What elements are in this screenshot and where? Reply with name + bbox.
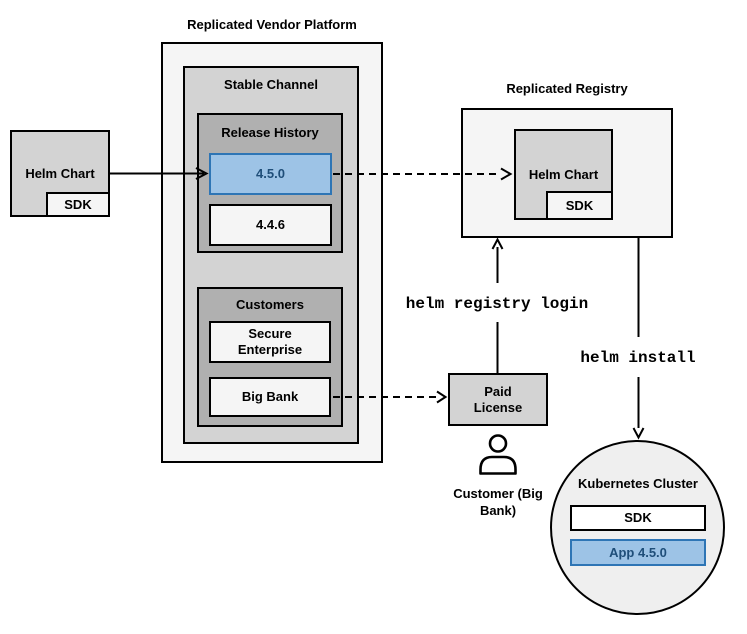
customer-actor-label: Customer (Big Bank) (453, 486, 543, 518)
vendor-platform-title: Replicated Vendor Platform (187, 17, 357, 32)
helm-chart-source-sdk-box: SDK (46, 192, 110, 217)
customer-person-icon (479, 434, 517, 475)
customer-actor-caption: Customer (Big Bank) (453, 486, 543, 520)
customer-secure-enterprise-box: Secure Enterprise (209, 321, 331, 363)
release-version-previous-box: 4.4.6 (209, 204, 332, 246)
release-history-title: Release History (221, 125, 319, 140)
customer-big-bank-box: Big Bank (209, 377, 331, 417)
command-helm-registry-login: helm registry login (405, 295, 589, 313)
registry-title: Replicated Registry (506, 81, 628, 96)
command-helm-install: helm install (580, 349, 696, 367)
stable-channel-title: Stable Channel (224, 77, 318, 92)
cluster-sdk-box: SDK (570, 505, 706, 531)
paid-license-label: Paid License (473, 383, 523, 415)
customers-title: Customers (236, 297, 304, 312)
release-version-current-box: 4.5.0 (209, 153, 332, 195)
registry-sdk-box: SDK (546, 191, 613, 220)
arrow-install-to-cluster (632, 238, 645, 440)
cluster-app-box: App 4.5.0 (570, 539, 706, 566)
paid-license-box: Paid License (448, 373, 548, 426)
customer-secure-enterprise-label: Secure Enterprise (237, 326, 303, 357)
kubernetes-cluster-title: Kubernetes Cluster (578, 476, 698, 491)
